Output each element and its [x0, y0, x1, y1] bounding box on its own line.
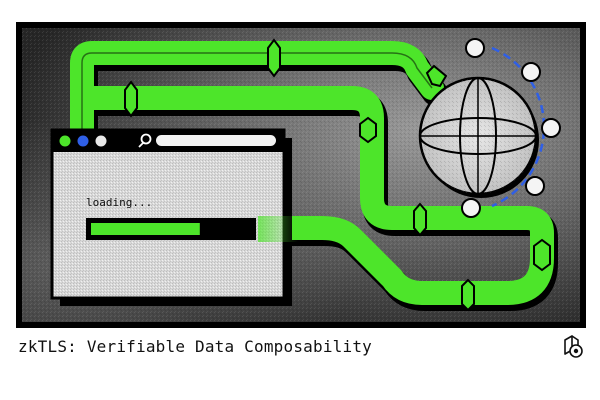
globe — [418, 76, 539, 198]
browser-window: loading... — [50, 128, 292, 306]
illustration-frame: loading... — [16, 22, 586, 328]
orbit-ring — [461, 38, 561, 218]
window-dot-blue — [77, 135, 89, 147]
window-dot-white — [95, 135, 107, 147]
loading-text: loading... — [86, 196, 152, 209]
illustration-scene: loading... — [22, 28, 580, 322]
search-icon — [138, 133, 152, 148]
address-bar[interactable] — [156, 135, 276, 146]
window-dot-green — [59, 135, 71, 147]
progress-bar-fill — [91, 223, 200, 235]
caption-title: zkTLS: Verifiable Data Composability — [18, 337, 372, 356]
brand-logo-icon — [564, 335, 583, 358]
pipe-joints — [124, 38, 551, 312]
